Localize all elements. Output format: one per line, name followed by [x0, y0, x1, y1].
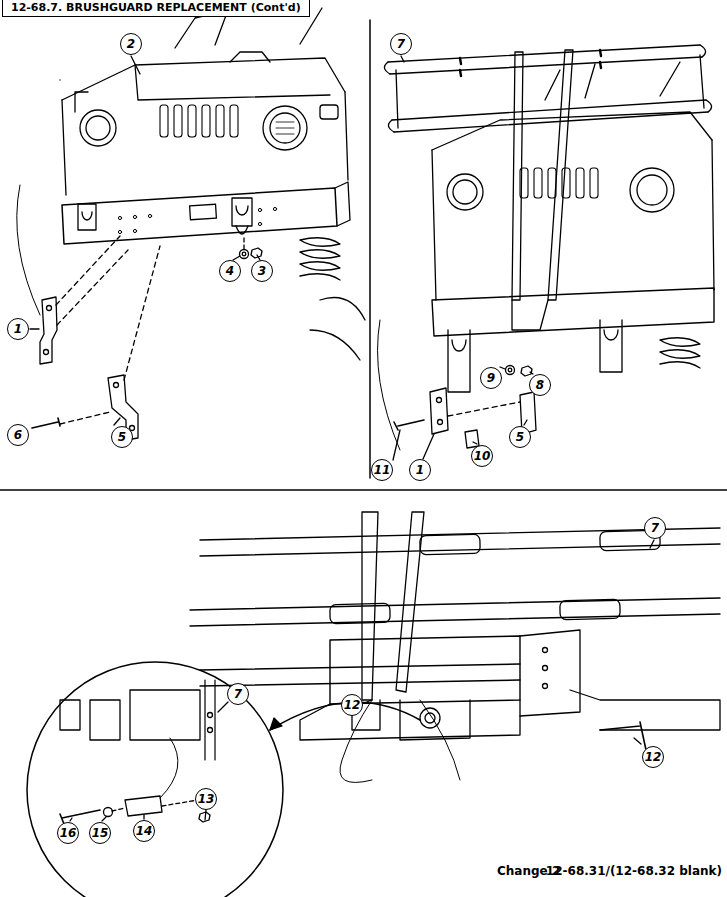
callout-number: 5 [111, 426, 133, 448]
callout-number: 7 [227, 683, 249, 705]
callout-number: 16 [57, 822, 79, 844]
callout-number: 15 [89, 822, 111, 844]
callout-number: 6 [7, 424, 29, 446]
callout-number: 13 [195, 788, 217, 810]
callout-number: 4 [219, 260, 241, 282]
callout-number: 7 [644, 517, 666, 539]
callout-number: 10 [471, 445, 493, 467]
callout-number: 1 [409, 459, 431, 481]
callout-number: 3 [251, 260, 273, 282]
callout-number: 7 [390, 33, 412, 55]
callout-number: 1 [7, 318, 29, 340]
page-number: 12-68.31/(12-68.32 blank) [546, 864, 722, 878]
callout-number: 2 [120, 33, 142, 55]
callout-number: 5 [509, 426, 531, 448]
callout-number: 11 [371, 459, 393, 481]
callout-number: 8 [529, 374, 551, 396]
section-title: 12-68.7. BRUSHGUARD REPLACEMENT (Cont'd) [2, 0, 310, 17]
callout-number: 14 [133, 820, 155, 842]
callout-number: 12 [341, 694, 363, 716]
callout-number: 12 [642, 746, 664, 768]
callout-number: 9 [480, 367, 502, 389]
